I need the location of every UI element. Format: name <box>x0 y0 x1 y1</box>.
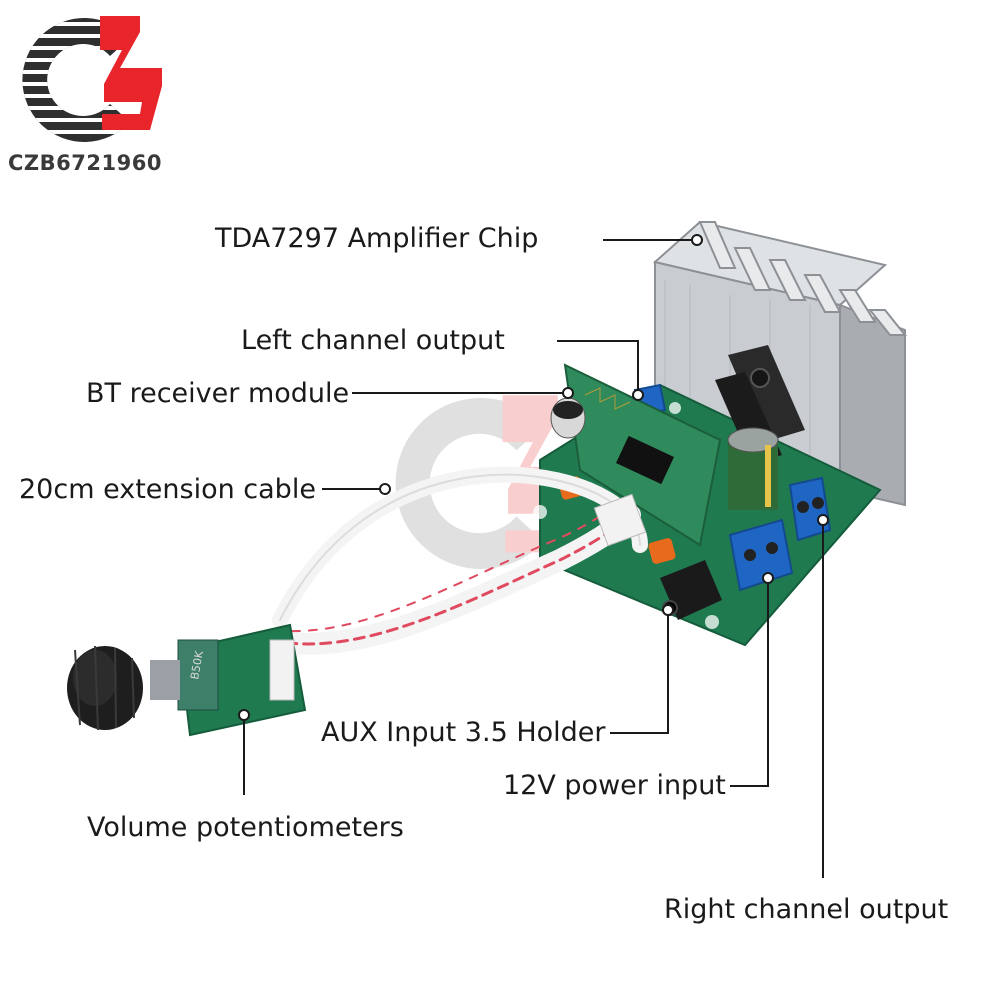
brand-text: CZB6721960 <box>8 151 162 175</box>
label-left-channel-output: Left channel output <box>241 325 505 356</box>
leader-lines <box>238 234 829 878</box>
bt-receiver-board <box>550 363 722 547</box>
label-right-channel-output: Right channel output <box>664 894 949 925</box>
pot-value-text: B50K <box>188 649 206 680</box>
label-power-input: 12V power input <box>503 770 726 801</box>
electrolytic-capacitor <box>727 427 779 510</box>
czb-logo-icon <box>22 16 162 142</box>
label-aux-input: AUX Input 3.5 Holder <box>321 717 606 748</box>
terminal-block-power <box>728 518 794 592</box>
label-bt-receiver-module: BT receiver module <box>86 378 350 409</box>
label-volume-potentiometers: Volume potentiometers <box>87 812 404 843</box>
label-extension-cable: 20cm extension cable <box>19 474 316 505</box>
volume-potentiometer-board: B50K <box>67 623 307 737</box>
label-tda7297-chip: TDA7297 Amplifier Chip <box>215 223 539 254</box>
